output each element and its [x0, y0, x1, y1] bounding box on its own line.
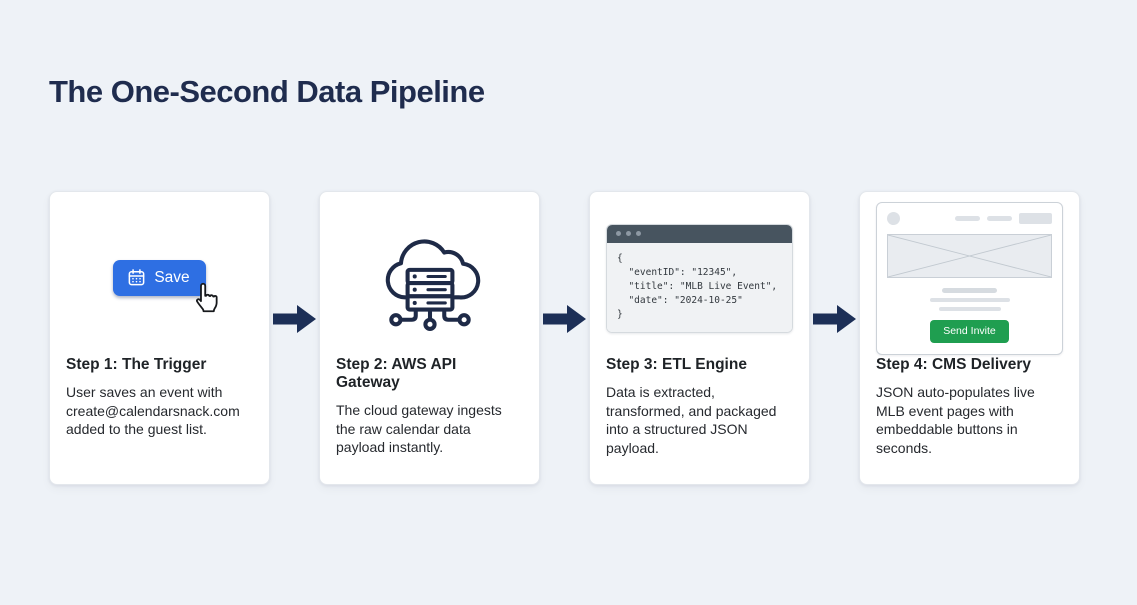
step-card-cms: Send Invite Step 4: CMS Delivery JSON au… — [859, 191, 1080, 485]
code-line: } — [617, 308, 623, 320]
nav-link-placeholder — [955, 215, 980, 221]
step-card-etl: { "eventID": "12345", "title": "MLB Live… — [589, 191, 810, 485]
step-card-gateway: Step 2: AWS API Gateway The cloud gatewa… — [319, 191, 540, 485]
flow-arrow-wrap — [810, 304, 859, 334]
text-line-placeholder — [938, 306, 1001, 311]
text-placeholder-lines — [887, 287, 1052, 311]
step3-title: Step 3: ETL Engine — [606, 356, 747, 373]
step3-icon-area: { "eventID": "12345", "title": "MLB Live… — [606, 208, 793, 348]
code-window: { "eventID": "12345", "title": "MLB Live… — [606, 223, 793, 333]
right-arrow-icon — [272, 305, 316, 333]
code-window-titlebar — [607, 224, 792, 243]
send-invite-button[interactable]: Send Invite — [930, 319, 1009, 343]
window-dot-icon — [616, 231, 621, 236]
flow-arrow-wrap — [270, 304, 319, 334]
window-dot-icon — [636, 231, 641, 236]
code-line: "eventID": "12345", — [617, 266, 738, 278]
step1-icon-area: Save — [66, 208, 253, 348]
step2-icon-area — [336, 208, 523, 348]
text-line-placeholder — [929, 297, 1010, 302]
right-arrow-icon — [812, 305, 856, 333]
avatar-placeholder — [887, 211, 900, 225]
nav-link-placeholder — [987, 215, 1012, 221]
cloud-server-icon — [385, 239, 480, 331]
cursor-pointer-icon — [195, 282, 218, 313]
step4-title: Step 4: CMS Delivery — [876, 356, 1032, 373]
wireframe-header — [887, 211, 1052, 225]
step4-description: JSON auto-populates live MLB event pages… — [876, 384, 1035, 456]
page-title: The One-Second Data Pipeline — [49, 73, 485, 109]
step-card-trigger: Save Step 1: The Trigger User saves an e… — [49, 191, 270, 485]
step3-description: Data is extracted, transformed, and pack… — [606, 384, 777, 456]
code-line: { — [617, 252, 623, 264]
step1-title: Step 1: The Trigger — [66, 356, 207, 373]
calendar-icon — [128, 269, 145, 286]
right-arrow-icon — [542, 305, 586, 333]
text-line-placeholder — [942, 287, 997, 293]
window-dot-icon — [626, 231, 631, 236]
step2-description: The cloud gateway ingests the raw calend… — [336, 402, 502, 455]
webpage-wireframe: Send Invite — [876, 201, 1063, 355]
code-line: "date": "2024-10-25" — [617, 294, 743, 306]
step1-description: User saves an event with create@calendar… — [66, 384, 240, 437]
save-button[interactable]: Save — [113, 260, 206, 296]
json-code-block: { "eventID": "12345", "title": "MLB Live… — [607, 242, 792, 332]
nav-button-placeholder — [1019, 212, 1052, 224]
code-line: "title": "MLB Live Event", — [617, 280, 778, 292]
step2-title: Step 2: AWS API Gateway — [336, 356, 457, 391]
save-button-label: Save — [154, 268, 190, 286]
flow-arrow-wrap — [540, 304, 589, 334]
pipeline-flow: Save Step 1: The Trigger User saves an e… — [49, 191, 1080, 485]
step4-icon-area: Send Invite — [876, 201, 1063, 355]
wireframe-nav — [955, 212, 1052, 224]
image-placeholder-icon — [887, 233, 1052, 278]
